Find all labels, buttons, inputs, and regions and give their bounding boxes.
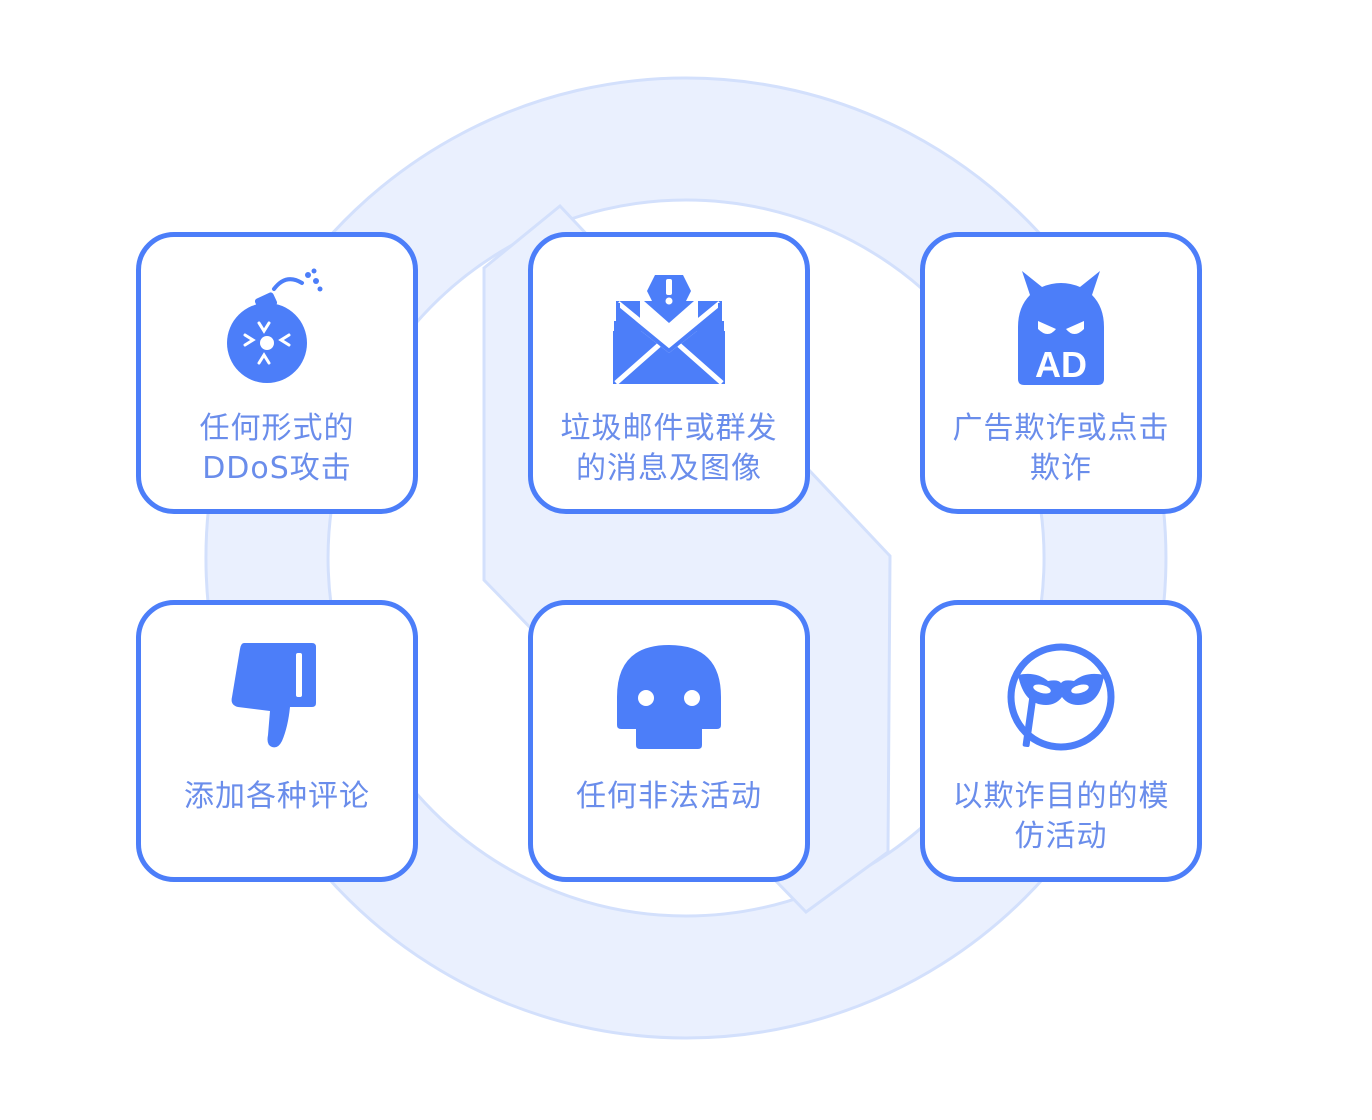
card-spam: 垃圾邮件或群发 的消息及图像 bbox=[528, 232, 810, 514]
card-label: 以欺诈目的的模 仿活动 bbox=[952, 779, 1170, 854]
card-ad-fraud: AD 广告欺诈或点击 欺诈 bbox=[920, 232, 1202, 514]
svg-text:AD: AD bbox=[1035, 344, 1087, 385]
card-label: 广告欺诈或点击 欺诈 bbox=[952, 411, 1170, 486]
card-comments: 添加各种评论 bbox=[136, 600, 418, 882]
card-illegal: 任何非法活动 bbox=[528, 600, 810, 882]
card-label: 垃圾邮件或群发 的消息及图像 bbox=[560, 411, 778, 486]
card-impersonation: 以欺诈目的的模 仿活动 bbox=[920, 600, 1202, 882]
warning-envelope-icon bbox=[604, 267, 734, 397]
card-label: 任何非法活动 bbox=[576, 779, 762, 814]
card-ddos: 任何形式的 DDoS攻击 bbox=[136, 232, 418, 514]
card-label: 任何形式的 DDoS攻击 bbox=[199, 411, 355, 486]
card-label: 添加各种评论 bbox=[184, 779, 370, 814]
skull-icon bbox=[604, 635, 734, 765]
thumbs-down-icon bbox=[212, 635, 342, 765]
mask-icon bbox=[996, 635, 1126, 765]
bomb-icon bbox=[212, 267, 342, 397]
devil-ad-icon: AD bbox=[996, 267, 1126, 397]
